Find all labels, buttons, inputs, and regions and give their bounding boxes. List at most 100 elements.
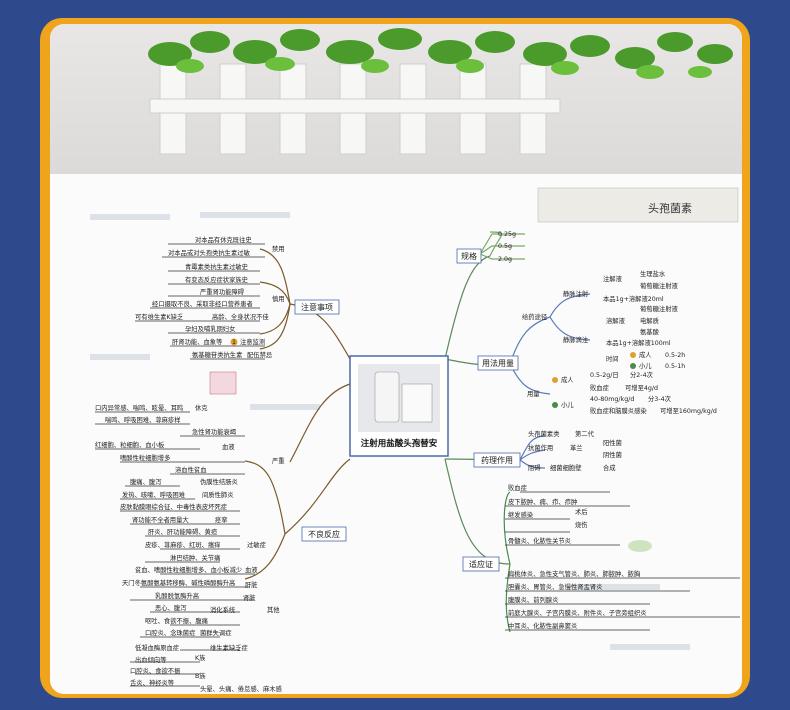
- yongfa-label: 用法用量: [482, 358, 514, 368]
- blood: 血液: [222, 442, 235, 451]
- guige-label: 规格: [461, 251, 477, 261]
- background-wall: [50, 24, 742, 174]
- central-label: 注射用盐酸头孢替安: [361, 438, 438, 449]
- other-label: 其他: [267, 605, 280, 614]
- blood-item: 溶血性贫血: [175, 465, 207, 474]
- yaoli-gen: 第二代: [575, 429, 595, 438]
- forbid: 禁用: [272, 244, 285, 253]
- flora: 菌群失调症: [200, 628, 232, 637]
- pills-icon: [209, 371, 237, 395]
- forbid-item: 对本品或对头孢类抗生素过敏: [168, 248, 251, 257]
- leaf-underlines: [95, 243, 740, 687]
- header-band: [537, 187, 739, 223]
- monitor: 注意监测: [240, 337, 265, 346]
- shiying-item: 胆囊炎、胃管炎、急慢性肾盂肾炎: [508, 582, 603, 591]
- monitor-item: 肝肾功能、血象等: [172, 337, 223, 346]
- yongfa-node: [477, 355, 519, 371]
- vit: 维生素缺乏症: [210, 643, 248, 652]
- yaoli-node: [473, 452, 521, 468]
- yaoli-inhibit-val: 细菌细胞壁: [550, 463, 582, 472]
- allergy-item: 淋巴结肿、关节痛: [170, 553, 220, 562]
- shock-label: 休克: [195, 403, 208, 412]
- vitk-item: 出血倾向等: [135, 655, 167, 664]
- plant-decoration: [148, 28, 733, 155]
- shiying-node: [462, 556, 500, 572]
- pneumonia-item: 发热、咳嗽、呼吸困难: [122, 490, 186, 499]
- forbid-item: 对本品有休克既往史: [195, 235, 252, 244]
- blood-item: 红细胞、粒细胞、血小板: [95, 440, 165, 449]
- compat: 配伍禁忌: [247, 350, 272, 359]
- caution-item: 高龄、全身状况不佳: [212, 312, 269, 321]
- spasm-item: 肾功能不全者用量大: [132, 515, 189, 524]
- adult-time-val: 0.5-2h: [665, 352, 685, 359]
- iv-drip-item: 氨基酸: [640, 327, 660, 336]
- dose-label: 用量: [527, 390, 540, 398]
- shiying-item: 继发感染: [508, 510, 534, 519]
- iv-drip: 静脉滴注: [563, 335, 589, 344]
- adult-item: 0.5-2g/日: [590, 371, 619, 379]
- shiying-item: 前庭大腺炎、子宫内膜炎、附件炎、子宫旁组织炎: [508, 608, 647, 617]
- child-item: 分3-4次: [648, 394, 672, 403]
- iv-drip-item: 电解质: [640, 316, 659, 325]
- caution-item: 经口摄取不良、采取非经口营养患者: [152, 299, 253, 308]
- gi-item: 恶心、腹泻: [155, 603, 186, 612]
- liver2: 肝脏: [245, 580, 258, 589]
- shiying-item: 术后: [575, 507, 588, 516]
- mindmap: 头孢菌素: [90, 187, 740, 693]
- colitis: 伪膜性结肠炎: [200, 477, 238, 486]
- vitk-item: 低凝血酶原血症: [135, 643, 180, 652]
- yaoli-antibac: 抗菌作用: [528, 443, 553, 452]
- blood2: 血液: [245, 565, 258, 574]
- badge-one: 1: [232, 339, 236, 346]
- vitb-item: 口腔炎、食欲不振: [130, 666, 181, 675]
- caution: 慎用: [272, 294, 285, 303]
- kidney2-item: 乳酸脱氢酶升高: [155, 591, 199, 600]
- child-icon: [552, 402, 558, 408]
- adult-icon: [630, 352, 636, 358]
- shiying-item: 扁桃体炎、急性支气管炎、肺炎、肺脓肿、脓胸: [508, 569, 640, 578]
- adult-dose: 成人: [561, 375, 574, 384]
- iv-push-item: 生理盐水: [640, 269, 666, 278]
- iv-drip-item: 葡萄糖注射液: [640, 304, 678, 313]
- child-item: 可增至160mg/kg/d: [660, 406, 717, 415]
- connectors: [244, 231, 591, 633]
- child-time-val: 0.5-1h: [665, 363, 685, 370]
- severe: 严重: [272, 457, 285, 465]
- adult-item: 分2-4次: [630, 370, 654, 379]
- child-item: 可增至4g/d: [625, 383, 658, 392]
- guige-item: 0.25g: [498, 231, 516, 238]
- shiying-item: 骨髓炎、化脓性关节炎: [508, 536, 572, 545]
- zhuyi-node: [294, 299, 340, 315]
- allergy: 过敏症: [247, 540, 267, 549]
- iv-push-item: 葡萄糖注射液: [640, 281, 678, 290]
- route-label: 给药途径: [522, 312, 548, 321]
- shiying-item: 皮下脓肿、痈、疖、疖肿: [508, 497, 577, 506]
- shiying-item: 烧伤: [575, 520, 588, 529]
- child-icon: [630, 363, 636, 369]
- adult-time: 成人: [639, 350, 652, 359]
- caution-item: 严重肾功能障碍: [200, 287, 245, 296]
- guige-item: 2.0g: [498, 256, 512, 263]
- yaoli-gminus: 阴性菌: [603, 450, 622, 459]
- iv-drip-item: 本品1g+溶解液100ml: [606, 338, 671, 347]
- guige-item: 0.5g: [498, 243, 512, 250]
- yaoli-class: 头孢菌素类: [528, 429, 560, 438]
- header-title: 头孢菌素: [648, 202, 692, 215]
- caution-item: 有变态反应症状家族史: [185, 275, 249, 284]
- shiying-item: 腹膜炎、前列腺炎: [508, 595, 559, 604]
- adult-icon: [552, 377, 558, 383]
- child-item: 40-80mg/kg/d: [590, 396, 634, 403]
- blood2-item: 贫血、嗜酸性粒细胞增多、血小板减少: [135, 565, 242, 574]
- badge-one-icon: [230, 338, 238, 346]
- time-label: 时间: [606, 354, 619, 363]
- kidney2: 肾脏: [243, 593, 256, 602]
- pneumonia: 间质性肺炎: [202, 490, 234, 499]
- compat-item: 氨基糖苷类抗生素: [192, 350, 242, 359]
- vitb-item: 舌炎、神经炎等: [130, 678, 175, 687]
- vial-icon: [374, 371, 400, 423]
- shock-item: 喘鸣、呼吸困难、荨麻疹样: [105, 415, 181, 424]
- iv-drip-item: 溶解液: [606, 316, 626, 325]
- yaoli-inhibit: 阻碍: [528, 463, 541, 472]
- flora-item: 口腔炎、念珠菌症: [145, 628, 196, 637]
